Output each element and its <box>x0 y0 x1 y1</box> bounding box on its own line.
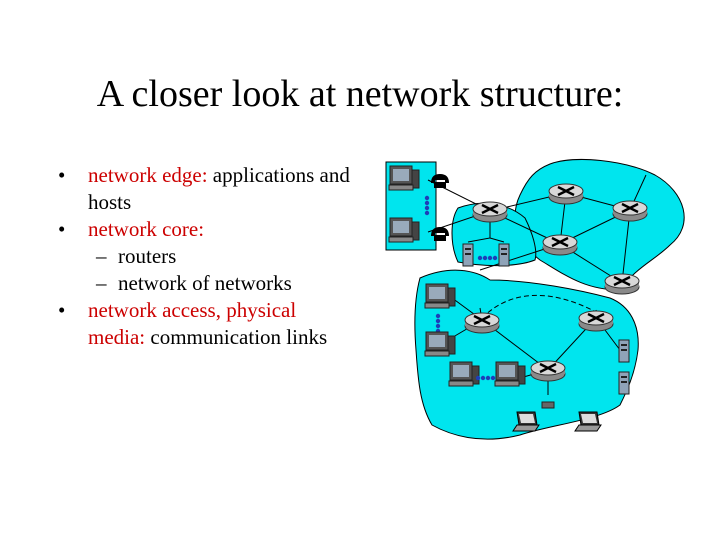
desktop-computer-icon <box>388 217 420 243</box>
router-icon <box>471 200 509 224</box>
router-icon <box>529 359 567 383</box>
dash-marker: – <box>96 244 107 268</box>
desktop-computer-icon <box>448 361 480 387</box>
sub-bullet-text: network of networks <box>118 271 292 295</box>
bullet-marker: • <box>58 217 66 241</box>
sub-bullet-network-of-networks: – network of networks <box>58 270 358 297</box>
desktop-computer-icon <box>424 331 456 357</box>
bullet-highlight: network edge: <box>88 163 208 187</box>
desktop-computer-icon <box>424 283 456 309</box>
bullet-network-edge: • network edge: applications and hosts <box>58 162 358 216</box>
router-icon <box>603 272 641 296</box>
bullet-marker: • <box>58 298 66 322</box>
bullet-highlight: network access, physical media: <box>88 298 297 349</box>
wireless-base-station-icon <box>541 401 555 409</box>
server-tower-icon <box>462 243 474 267</box>
bullet-network-access: • network access, physical media: commun… <box>58 297 358 351</box>
desktop-computer-icon <box>494 361 526 387</box>
bullet-highlight: network core: <box>88 217 205 241</box>
server-tower-icon <box>498 243 510 267</box>
desktop-computer-icon <box>388 165 420 191</box>
bullet-list: • network edge: applications and hosts •… <box>58 162 358 351</box>
sub-bullet-text: routers <box>118 244 177 268</box>
network-diagram <box>385 159 685 440</box>
slide-title: A closer look at network structure: <box>96 73 624 115</box>
dash-marker: – <box>96 271 107 295</box>
router-icon <box>577 309 615 333</box>
bullet-marker: • <box>58 163 66 187</box>
server-tower-icon <box>618 371 630 395</box>
router-icon <box>611 199 649 223</box>
bullet-text: applications and hosts <box>88 163 350 214</box>
sub-bullet-routers: – routers <box>58 243 358 270</box>
bullet-text: communication links <box>145 325 328 349</box>
router-icon <box>547 182 585 206</box>
router-icon <box>463 311 501 335</box>
bullet-network-core: • network core: <box>58 216 358 243</box>
institutional-network-cloud <box>414 269 639 440</box>
router-icon <box>541 233 579 257</box>
server-tower-icon <box>618 339 630 363</box>
